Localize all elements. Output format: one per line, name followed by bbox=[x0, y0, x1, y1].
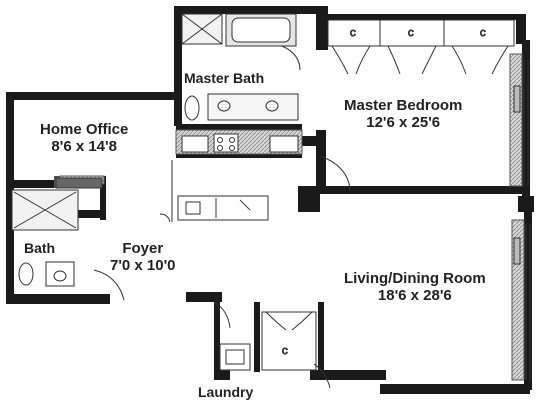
room-name: Master Bedroom bbox=[344, 97, 463, 114]
master-bath-fixtures bbox=[181, 13, 301, 121]
room-label-living-dining: Living/Dining Room 18'6 x 28'6 bbox=[344, 270, 486, 305]
windows bbox=[513, 60, 531, 380]
room-name: Bath bbox=[24, 240, 56, 256]
svg-text:C: C bbox=[282, 347, 288, 356]
room-name: Living/Dining Room bbox=[344, 270, 486, 287]
walls bbox=[6, 6, 534, 394]
room-label-foyer: Foyer 7'0 x 10'0 bbox=[110, 240, 176, 275]
laundry-fixtures: C bbox=[213, 301, 331, 389]
room-label-master-bedroom: Master Bedroom 12'6 x 25'6 bbox=[344, 97, 462, 132]
closets-bedroom: C C C bbox=[327, 19, 515, 75]
room-name: Laundry bbox=[198, 384, 254, 400]
room-name: Master Bath bbox=[184, 70, 265, 86]
svg-text:C: C bbox=[480, 29, 486, 38]
room-dimensions: 8'6 x 14'8 bbox=[51, 138, 117, 156]
svg-text:C: C bbox=[350, 29, 356, 38]
room-dimensions: 7'0 x 10'0 bbox=[110, 257, 176, 275]
home-office-fixtures bbox=[55, 177, 103, 189]
svg-text:C: C bbox=[408, 29, 414, 38]
room-name: Foyer bbox=[122, 240, 164, 257]
room-dimensions: 18'6 x 28'6 bbox=[377, 287, 452, 305]
kitchen bbox=[171, 133, 351, 222]
room-dimensions: 12'6 x 25'6 bbox=[366, 114, 441, 132]
room-label-master-bath: Master Bath bbox=[184, 70, 264, 86]
room-label-bath: Bath bbox=[24, 240, 55, 256]
room-label-laundry: Laundry bbox=[198, 384, 253, 400]
room-name: Home Office bbox=[40, 121, 129, 138]
bath-fixtures bbox=[11, 189, 171, 301]
room-label-home-office: Home Office 8'6 x 14'8 bbox=[40, 121, 128, 156]
